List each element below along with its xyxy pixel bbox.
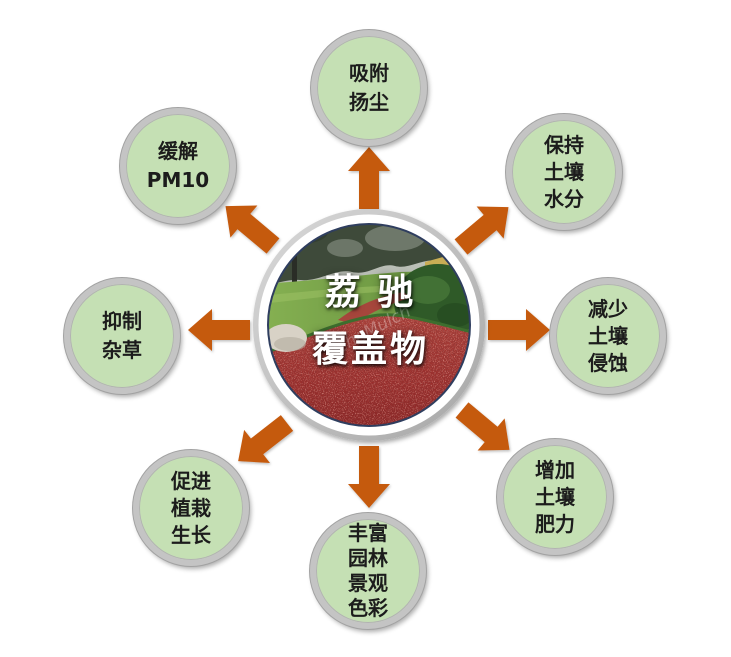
node-text-line: 植栽 bbox=[171, 495, 211, 520]
node-text-line: 保持 bbox=[544, 132, 584, 157]
node-text-line: 丰富 bbox=[348, 521, 388, 545]
node-text-line: 吸附 bbox=[349, 61, 389, 85]
node-text-line: 生长 bbox=[171, 522, 211, 547]
node-pm10-relief: 缓解 PM10 bbox=[120, 108, 236, 224]
arrows bbox=[188, 147, 550, 508]
arrow-to-soil-moisture bbox=[454, 206, 509, 255]
node-text-line: 景观 bbox=[348, 571, 388, 595]
center-title-line-2: 覆盖物 bbox=[311, 329, 429, 370]
node-text-line: 土壤 bbox=[588, 323, 628, 348]
node-text-line: 水分 bbox=[544, 186, 584, 211]
arrow-to-plant-growth bbox=[238, 415, 294, 463]
node-text-line: 园林 bbox=[348, 546, 388, 570]
node-plant-growth: 促进 植栽 生长 bbox=[133, 450, 249, 566]
node-text-line: 色彩 bbox=[348, 596, 388, 620]
node-text-line: 减少 bbox=[588, 296, 628, 321]
node-text-line: 肥力 bbox=[535, 511, 575, 536]
photo-border bbox=[267, 223, 471, 427]
node-text-line: 土壤 bbox=[544, 159, 584, 184]
node-dust-adsorption: 吸附 扬尘 bbox=[311, 30, 427, 146]
node-soil-moisture: 保持 土壤 水分 bbox=[506, 114, 622, 230]
center-title-line-1: 荔 驰 bbox=[324, 272, 416, 313]
arrow-to-soil-fertility bbox=[455, 402, 510, 451]
node-text-line: 扬尘 bbox=[349, 90, 389, 114]
arrow-to-erosion-reduction bbox=[488, 309, 550, 351]
node-text-line: 侵蚀 bbox=[588, 350, 628, 375]
node-erosion-reduction: 减少 土壤 侵蚀 bbox=[550, 278, 666, 394]
node-text-line: PM10 bbox=[146, 168, 210, 192]
node-text-line: 土壤 bbox=[535, 484, 575, 509]
arrow-to-weed-suppression bbox=[188, 309, 250, 351]
node-soil-fertility: 增加 土壤 肥力 bbox=[497, 439, 613, 555]
node-text-line: 促进 bbox=[171, 468, 211, 493]
node-landscape-color: 丰富 园林 景观 色彩 bbox=[310, 513, 426, 629]
node-text-line: 抑制 bbox=[102, 309, 142, 333]
node-weed-suppression: 抑制 杂草 bbox=[64, 278, 180, 394]
node-text-line: 杂草 bbox=[102, 338, 142, 362]
node-text-line: 缓解 bbox=[158, 139, 198, 163]
arrow-to-pm10-relief bbox=[225, 205, 280, 254]
arrow-to-dust-adsorption bbox=[348, 147, 390, 209]
node-text-line: 增加 bbox=[535, 457, 575, 482]
center-hub: licheMulch bbox=[253, 209, 485, 441]
arrow-to-landscape-color bbox=[348, 446, 390, 508]
